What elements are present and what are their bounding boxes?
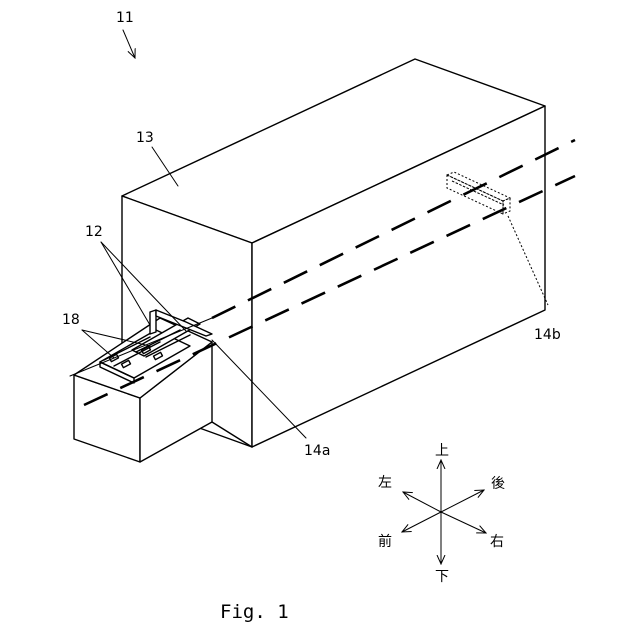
direction-back: 後 xyxy=(491,476,505,492)
label-13: 13 xyxy=(136,130,154,146)
direction-down: 下 xyxy=(435,569,449,585)
direction-compass: 上 下 左 右 後 前 xyxy=(378,443,505,585)
label-14a: 14a xyxy=(304,443,330,459)
figure-caption: Fig. 1 xyxy=(220,601,289,623)
label-14b: 14b xyxy=(534,327,561,343)
label-11-arrow xyxy=(123,30,135,58)
label-12: 12 xyxy=(85,224,103,240)
compass-front-arrow xyxy=(402,512,441,532)
compass-back-arrow xyxy=(441,490,484,512)
direction-left: 左 xyxy=(378,475,392,491)
direction-right: 右 xyxy=(490,534,504,550)
label-18: 18 xyxy=(62,312,80,328)
direction-front: 前 xyxy=(378,533,392,550)
label-11: 11 xyxy=(116,10,134,26)
compass-left-arrow xyxy=(403,492,441,512)
direction-up: 上 xyxy=(435,443,449,459)
compass-right-arrow xyxy=(441,512,486,533)
